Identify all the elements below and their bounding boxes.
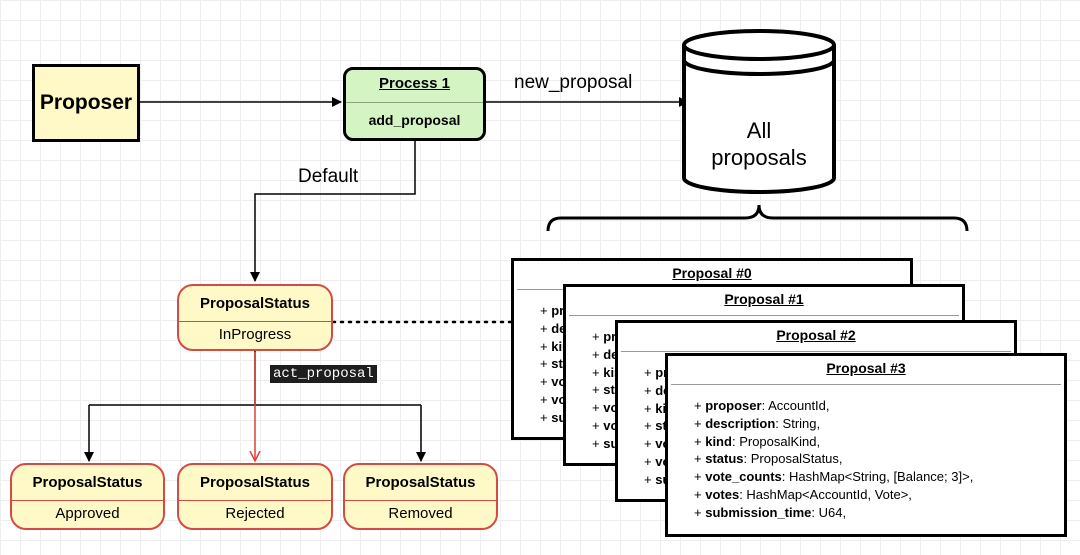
proposal-title: Proposal #0 bbox=[672, 265, 752, 281]
status-rejected: ProposalStatus Rejected bbox=[177, 463, 333, 530]
proposal-divider bbox=[569, 315, 959, 316]
proposer-node: Proposer bbox=[32, 64, 140, 142]
field-type: ProposalKind, bbox=[739, 433, 821, 449]
proposal-divider bbox=[671, 384, 1061, 385]
field-name: submission_time bbox=[705, 504, 812, 520]
status-value: InProgress bbox=[218, 326, 292, 343]
field-type: ProposalStatus, bbox=[750, 451, 843, 467]
proposal-title: Proposal #1 bbox=[724, 291, 804, 307]
proposer-label: Proposer bbox=[39, 91, 133, 114]
proposal-field-description: + description: String, bbox=[694, 415, 821, 431]
proposal-title: Proposal #3 bbox=[826, 360, 906, 376]
field-type: AccountId, bbox=[768, 398, 830, 413]
status-value: Approved bbox=[55, 505, 120, 522]
status-value: Rejected bbox=[225, 505, 285, 522]
field-name: description bbox=[705, 415, 776, 431]
process-divider bbox=[346, 102, 483, 103]
field-name: vote_counts bbox=[705, 469, 782, 485]
proposal-field-status: + status: ProposalStatus, bbox=[694, 451, 843, 467]
field-type: HashMap<AccountId, Vote>, bbox=[746, 486, 912, 502]
proposal-fields: + proposer: AccountId, + description: Str… bbox=[694, 397, 973, 522]
status-name: ProposalStatus bbox=[199, 295, 311, 312]
proposal-divider bbox=[621, 351, 1011, 352]
edge-label-new-proposal: new_proposal bbox=[514, 72, 633, 93]
curly-brace bbox=[546, 204, 969, 232]
proposal-field-vote-counts: + vote_counts: HashMap<String, [Balance;… bbox=[694, 469, 974, 485]
edge-label-default: Default bbox=[298, 166, 359, 187]
status-name: ProposalStatus bbox=[365, 474, 476, 491]
proposal-field-kind: + kind: ProposalKind, bbox=[694, 433, 821, 449]
status-approved: ProposalStatus Approved bbox=[10, 463, 165, 530]
proposal-field-votes: + votes: HashMap<AccountId, Vote>, bbox=[694, 486, 912, 502]
field-name: votes bbox=[705, 486, 740, 502]
status-divider bbox=[345, 500, 496, 501]
database-label-line-1: All bbox=[746, 118, 772, 143]
field-type: U64, bbox=[818, 504, 847, 520]
status-name: ProposalStatus bbox=[199, 474, 311, 491]
proposal-field-proposer: + proposer: AccountId, bbox=[694, 398, 830, 413]
status-divider bbox=[179, 500, 331, 501]
process-node: Process 1 add_proposal bbox=[343, 67, 486, 141]
database-label-line-2: proposals bbox=[711, 145, 807, 170]
status-divider bbox=[12, 500, 163, 501]
proposal-card-3: Proposal #3 + proposer: AccountId, + desc… bbox=[665, 353, 1067, 537]
status-divider bbox=[179, 321, 331, 322]
proposal-field-submission-time: + submission_time: U64, bbox=[694, 504, 847, 520]
process-title: Process 1 bbox=[379, 75, 450, 92]
field-type: String, bbox=[782, 415, 821, 431]
edge-default bbox=[250, 141, 416, 282]
field-name: status bbox=[705, 451, 744, 467]
status-name: ProposalStatus bbox=[32, 474, 143, 491]
status-in-progress: ProposalStatus InProgress bbox=[177, 284, 333, 351]
field-name: kind bbox=[705, 433, 732, 449]
status-removed: ProposalStatus Removed bbox=[343, 463, 498, 530]
process-body: add_proposal bbox=[368, 112, 461, 128]
edge-label-act-proposal: act_proposal bbox=[270, 365, 377, 383]
status-value: Removed bbox=[388, 505, 453, 522]
proposal-title: Proposal #2 bbox=[776, 327, 856, 343]
field-name: proposer bbox=[705, 398, 762, 413]
field-type: HashMap<String, [Balance; 3]>, bbox=[789, 469, 974, 485]
